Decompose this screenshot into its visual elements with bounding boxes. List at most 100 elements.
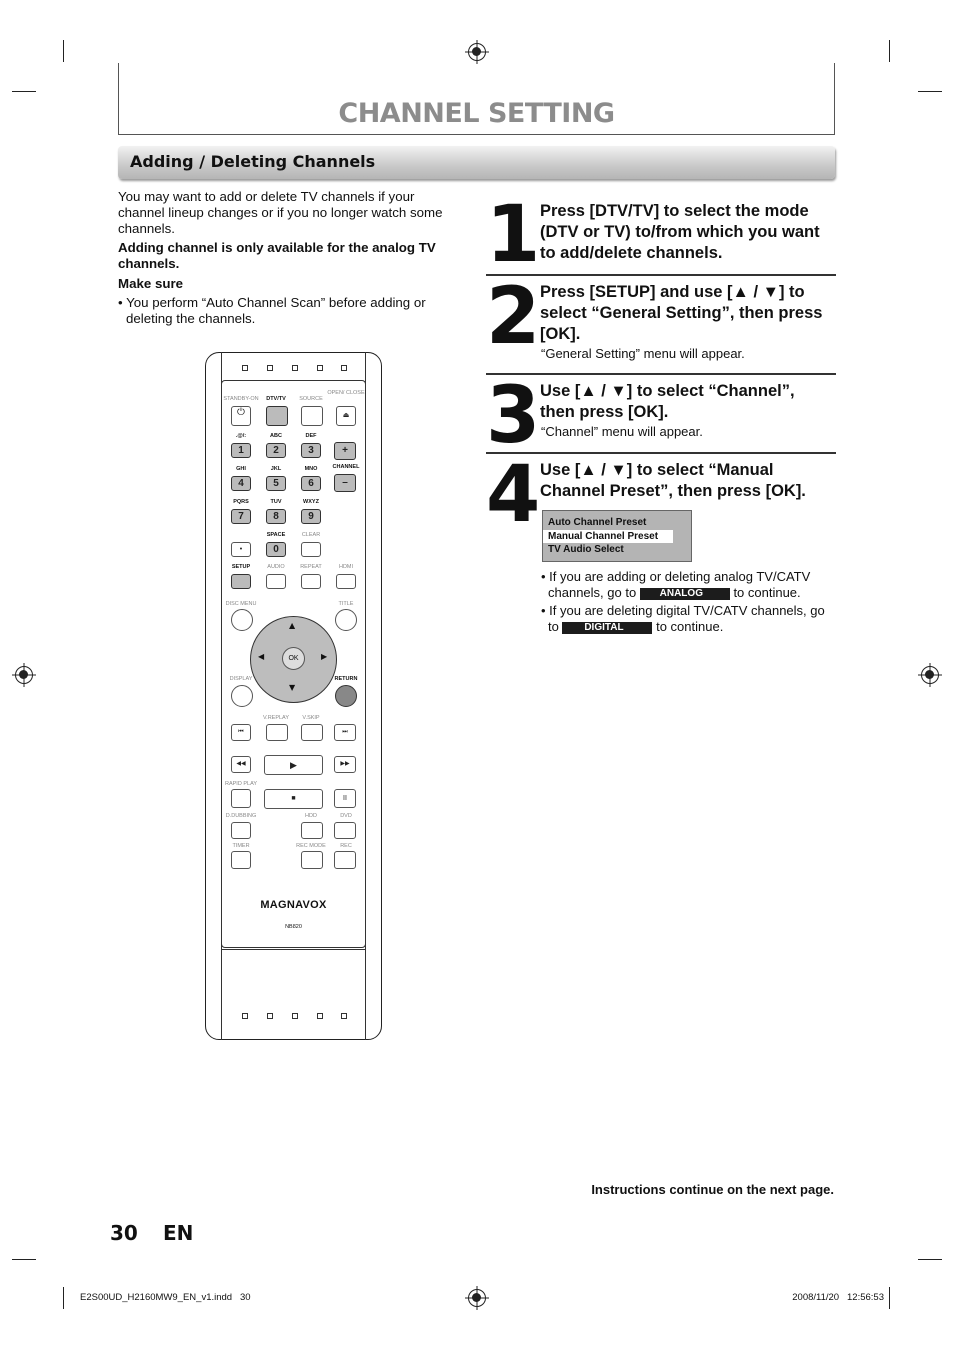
up-arrow-icon[interactable]: ▲ — [289, 621, 296, 630]
registration-mark-icon — [468, 1289, 486, 1307]
play-button[interactable]: ▶ — [264, 755, 323, 775]
remote-indicator — [317, 1013, 323, 1019]
channel-down-button[interactable]: – — [334, 474, 356, 492]
vskip-button[interactable] — [301, 724, 323, 741]
label-vskip: V.SKIP — [302, 715, 320, 721]
remote-face — [221, 380, 366, 948]
step-number: 3 — [486, 371, 541, 461]
hdd-button[interactable] — [301, 822, 323, 839]
audio-button[interactable] — [266, 574, 286, 589]
label-k5: JKL — [270, 466, 282, 472]
digit-7-button[interactable]: 7 — [231, 509, 251, 524]
open-close-button[interactable]: ⏏ — [336, 406, 356, 426]
label-rapid-play: RAPID PLAY — [225, 781, 257, 787]
label-return: RETURN — [334, 676, 358, 682]
source-button[interactable] — [301, 406, 323, 426]
digit-1-button[interactable]: 1 — [231, 443, 251, 458]
stop-button[interactable]: ■ — [264, 789, 323, 809]
fast-forward-button[interactable]: ▶▶ — [334, 756, 356, 773]
digital-badge[interactable]: DIGITAL — [562, 621, 653, 634]
crop-mark — [889, 40, 890, 62]
digit-2-button[interactable]: 2 — [266, 443, 286, 458]
ok-button[interactable]: OK — [282, 647, 305, 670]
dvd-button[interactable] — [334, 822, 356, 839]
digit-3-button[interactable]: 3 — [301, 443, 321, 458]
skip-back-button[interactable]: ⏮ — [231, 724, 251, 741]
menu-item-tv-audio-select[interactable]: TV Audio Select — [548, 544, 624, 555]
pause-button[interactable]: II — [334, 789, 356, 808]
digit-4-button[interactable]: 4 — [231, 476, 251, 491]
step-3-text: Use [▲ / ▼] to select “Channel”, then pr… — [540, 382, 795, 421]
remote-indicator — [317, 365, 323, 371]
title-button[interactable] — [335, 609, 357, 631]
label-disc-menu: DISC MENU — [225, 601, 257, 607]
standby-button[interactable]: ⏻ — [231, 406, 251, 426]
display-button[interactable] — [231, 685, 253, 707]
digit-0-button[interactable]: 0 — [266, 542, 286, 557]
digit-6-button[interactable]: 6 — [301, 476, 321, 491]
step-divider — [486, 452, 836, 454]
step-4-text: Use [▲ / ▼] to select “Manual Channel Pr… — [540, 461, 806, 500]
step-2-note: “General Setting” menu will appear. — [541, 346, 745, 361]
down-arrow-icon[interactable]: ▼ — [289, 683, 296, 692]
label-channel: CHANNEL — [332, 464, 360, 470]
make-sure-bullet: • You perform “Auto Channel Scan” before… — [118, 295, 426, 326]
repeat-button[interactable] — [301, 574, 321, 589]
label-k3: DEF — [305, 433, 317, 439]
crop-mark — [12, 91, 36, 92]
digit-5-button[interactable]: 5 — [266, 476, 286, 491]
analog-badge[interactable]: ANALOG — [639, 587, 730, 600]
intro-text: You may want to add or delete TV channel… — [118, 189, 463, 327]
digit-8-button[interactable]: 8 — [266, 509, 286, 524]
dubbing-button[interactable] — [231, 822, 251, 839]
dot-button[interactable]: • — [231, 542, 251, 557]
setup-button[interactable] — [231, 574, 251, 589]
bullet-text: You perform “Auto Channel Scan” before a… — [126, 295, 426, 326]
crop-mark — [12, 1259, 36, 1260]
label-k2: ABC — [270, 433, 282, 439]
rec-mode-button[interactable] — [301, 851, 323, 869]
timer-button[interactable] — [231, 851, 251, 869]
disc-menu-button[interactable] — [231, 609, 253, 631]
step-number: 4 — [486, 450, 541, 540]
footer-file: E2S00UD_H2160MW9_EN_v1.indd 30 — [80, 1292, 251, 1303]
label-k8: TUV — [270, 499, 282, 505]
left-arrow-icon[interactable]: ◀ — [258, 652, 265, 661]
label-title: TITLE — [338, 601, 354, 607]
label-repeat: REPEAT — [300, 564, 322, 570]
channel-up-button[interactable]: + — [334, 442, 356, 460]
continue-note: Instructions continue on the next page. — [591, 1182, 834, 1197]
step-2-text: Press [SETUP] and use [▲ / ▼] to select … — [540, 283, 823, 343]
label-dubbing: D.DUBBING — [225, 813, 257, 819]
hdmi-button[interactable] — [336, 574, 356, 589]
rewind-button[interactable]: ◀◀ — [231, 756, 251, 773]
remote-control-illustration: STANDBY-ON DTV/TV SOURCE OPEN/ CLOSE ⏻ ⏏… — [205, 352, 382, 1040]
clear-button[interactable] — [301, 542, 321, 557]
dtvtv-button[interactable] — [266, 406, 288, 426]
analog-bullet: • If you are adding or deleting analog T… — [541, 569, 811, 600]
label-setup: SETUP — [231, 564, 251, 570]
label-source: SOURCE — [299, 396, 323, 402]
label-display: DISPLAY — [229, 676, 253, 682]
vreplay-button[interactable] — [266, 724, 288, 741]
step-divider — [486, 373, 836, 375]
remote-indicator — [242, 1013, 248, 1019]
menu-item-manual-channel-preset[interactable]: Manual Channel Preset — [543, 529, 673, 543]
right-arrow-icon[interactable]: ▶ — [321, 652, 328, 661]
crop-mark — [63, 1287, 64, 1309]
section-header: Adding / Deleting Channels — [118, 146, 835, 179]
step-3-note: “Channel” menu will appear. — [541, 424, 703, 439]
digit-9-button[interactable]: 9 — [301, 509, 321, 524]
label-k7: PQRS — [233, 499, 249, 505]
remote-indicator — [341, 1013, 347, 1019]
return-button[interactable] — [335, 685, 357, 707]
label-k9: WXYZ — [303, 499, 319, 505]
label-rec-mode: REC MODE — [296, 843, 326, 849]
make-sure-heading: Make sure — [118, 276, 184, 291]
skip-forward-button[interactable]: ⏭ — [334, 724, 356, 741]
menu-item-auto-channel-preset[interactable]: Auto Channel Preset — [548, 517, 647, 528]
step-1-text: Press [DTV/TV] to select the mode (DTV o… — [540, 202, 820, 262]
rec-button[interactable] — [334, 851, 356, 869]
rapid-play-button[interactable] — [231, 789, 251, 808]
label-vreplay: V.REPLAY — [263, 715, 289, 721]
